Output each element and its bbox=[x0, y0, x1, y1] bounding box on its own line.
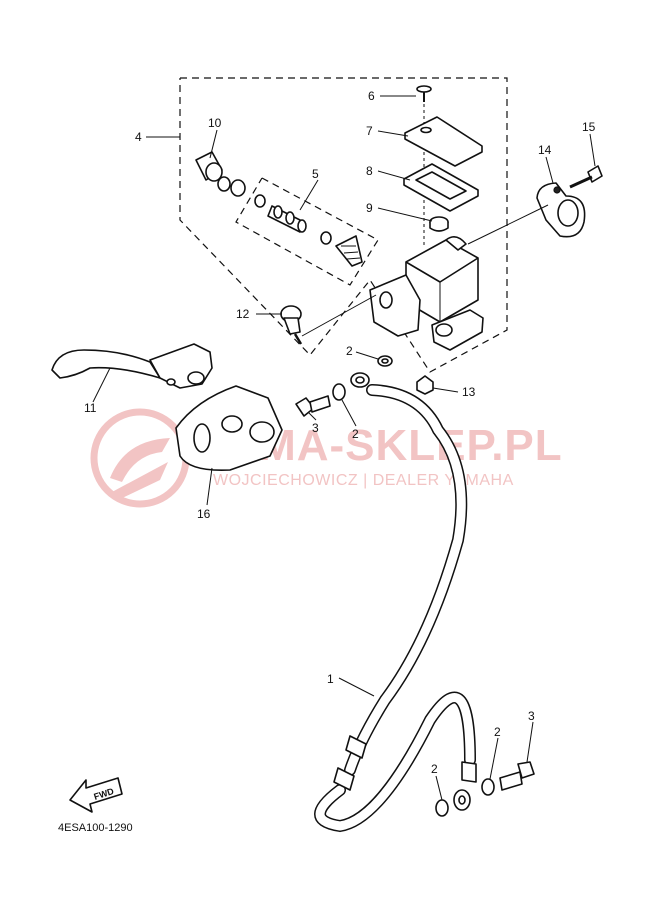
callout-10: 10 bbox=[208, 116, 222, 130]
callout-11: 11 bbox=[84, 401, 97, 415]
callout-7: 7 bbox=[366, 124, 373, 138]
callout-8: 8 bbox=[366, 164, 373, 178]
callout-12: 12 bbox=[236, 307, 250, 321]
reservoir-cap-7 bbox=[404, 116, 483, 167]
washer-2-c bbox=[435, 799, 449, 817]
callout-1: 1 bbox=[327, 672, 334, 686]
master-cylinder-body bbox=[369, 236, 484, 351]
washer-2-a bbox=[332, 383, 346, 401]
union-bolt-3-lower bbox=[499, 761, 535, 791]
clamp-holder-14 bbox=[536, 182, 586, 238]
callout-2-a: 2 bbox=[346, 344, 353, 358]
washer-2-d bbox=[481, 778, 495, 796]
callout-16: 16 bbox=[197, 507, 211, 521]
union-bolt-3-upper bbox=[295, 395, 331, 417]
callout-13: 13 bbox=[462, 385, 476, 399]
callout-2-c: 2 bbox=[494, 725, 501, 739]
callout-5: 5 bbox=[312, 167, 319, 181]
lever-11 bbox=[51, 343, 213, 389]
watermark-logo-mark bbox=[110, 438, 170, 500]
callout-4: 4 bbox=[135, 130, 142, 144]
callout-15: 15 bbox=[582, 120, 596, 134]
piston-kit-box-5 bbox=[235, 177, 379, 286]
forward-arrow: FWD bbox=[69, 777, 123, 813]
callout-labels: 4 10 5 6 7 8 9 15 14 12 2 13 11 3 2 16 1… bbox=[84, 89, 596, 776]
cover-16 bbox=[175, 385, 283, 472]
piston-kit-5 bbox=[254, 194, 363, 267]
diagram-code: 4ESA100-1290 bbox=[58, 822, 133, 834]
watermark-subtitle: WOJCIECHOWICZ | DEALER YAMAHA bbox=[213, 472, 514, 489]
nut-13 bbox=[416, 375, 434, 395]
leader-lines bbox=[92, 95, 596, 801]
callout-14: 14 bbox=[538, 143, 552, 157]
callout-3-b: 3 bbox=[528, 709, 535, 723]
boot-10 bbox=[195, 151, 246, 197]
brake-hose-1 bbox=[314, 372, 477, 833]
watermark: YAMA-SKLEP.PL WOJCIECHOWICZ | DEALER YAM… bbox=[90, 408, 562, 508]
callout-9: 9 bbox=[366, 201, 373, 215]
screw-6 bbox=[416, 85, 432, 102]
pivot-bolt-12 bbox=[280, 305, 303, 345]
callout-3-a: 3 bbox=[312, 421, 319, 435]
bolt-15 bbox=[569, 165, 603, 189]
callout-6: 6 bbox=[368, 89, 375, 103]
callout-2-b: 2 bbox=[352, 427, 359, 441]
callout-2-d: 2 bbox=[431, 762, 438, 776]
